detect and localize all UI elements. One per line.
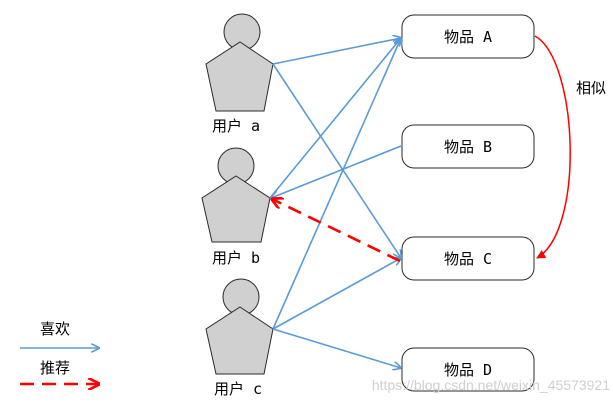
user-body-icon [205, 306, 274, 375]
edge-b-to-A [269, 38, 401, 199]
edge-c-to-A [272, 38, 401, 330]
edge-B-to-b [271, 145, 402, 198]
edge-c-to-C [272, 258, 401, 330]
legend: 喜欢 推荐 [20, 320, 99, 384]
item-A: 物品 A [401, 14, 535, 59]
user-label-c: 用户 c [214, 380, 262, 398]
item-C: 物品 C [401, 236, 535, 281]
user-label-b: 用户 b [212, 249, 260, 267]
user-a: 用户 a [205, 13, 274, 135]
user-c: 用户 c [205, 278, 274, 398]
user-label-a: 用户 a [212, 117, 260, 135]
item-D: 物品 D [401, 347, 535, 392]
item-label-B: 物品 B [444, 138, 492, 156]
watermark: https://blog.csdn.net/weixin_45573921 [372, 377, 610, 393]
edge-a-to-A [272, 38, 401, 65]
item-B: 物品 B [401, 124, 535, 169]
item-label-D: 物品 D [444, 361, 492, 379]
user-b: 用户 b [201, 147, 271, 267]
like-edges [270, 38, 401, 368]
legend-recommend-label: 推荐 [40, 359, 70, 377]
item-label-A: 物品 A [444, 28, 492, 46]
edge-c-to-D [272, 328, 401, 368]
item-label-C: 物品 C [444, 250, 492, 268]
edge-recommend-C-to-b [272, 199, 401, 263]
similar-label: 相似 [576, 79, 606, 97]
user-body-icon [201, 175, 271, 243]
edge-similar-A-C [534, 35, 571, 259]
user-body-icon [205, 41, 274, 112]
edge-a-to-C [272, 63, 401, 258]
legend-like-label: 喜欢 [40, 320, 70, 338]
